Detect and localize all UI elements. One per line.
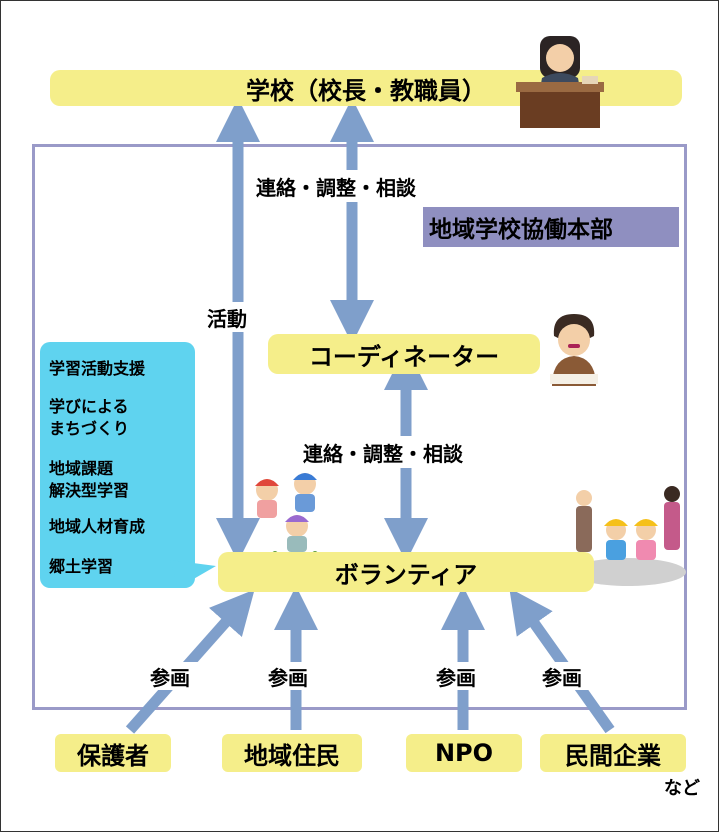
coordinator-node: コーディネーター: [268, 334, 540, 374]
participant-npo: NPO: [406, 734, 522, 772]
activity-item: 学習活動支援: [49, 359, 146, 378]
volunteers-illustration: [570, 486, 686, 586]
activity-label: 活動: [207, 307, 247, 331]
activities-box: 学習活動支援 学びによる まちづくり 地域課題 解決型学習 地域人材育成 郷土学…: [40, 342, 195, 588]
coordinator-illustration: [550, 314, 598, 386]
participant-label: NPO: [434, 739, 494, 767]
children-illustration: [255, 473, 318, 557]
activity-item: 郷土学習: [49, 557, 114, 576]
participate-label: 参画: [150, 666, 190, 690]
coordinator-volunteer-label: 連絡・調整・相談: [303, 442, 463, 466]
participate-label: 参画: [268, 666, 308, 690]
participant-label: 地域住民: [244, 741, 340, 770]
participate-label: 参画: [542, 666, 582, 690]
participant-parents: 保護者: [55, 734, 171, 772]
school-coordinator-label: 連絡・調整・相談: [256, 176, 416, 200]
participant-label: 保護者: [77, 741, 149, 770]
volunteer-label: ボランティア: [334, 560, 478, 589]
principal-illustration: [516, 36, 604, 128]
coordinator-label: コーディネーター: [308, 342, 500, 371]
school-label: 学校（校長・教職員）: [246, 76, 486, 105]
activity-item: 地域課題 解決型学習: [49, 459, 130, 500]
participant-companies: 民間企業: [540, 734, 686, 772]
participant-label: 民間企業: [565, 741, 661, 770]
etc-label: など: [664, 778, 700, 799]
activity-item: 地域人材育成: [49, 517, 146, 536]
activity-item: 学びによる まちづくり: [49, 397, 130, 438]
participant-residents: 地域住民: [222, 734, 362, 772]
headquarters-label: 地域学校協働本部: [423, 207, 679, 247]
participate-label: 参画: [436, 666, 476, 690]
volunteer-node: ボランティア: [218, 552, 594, 592]
